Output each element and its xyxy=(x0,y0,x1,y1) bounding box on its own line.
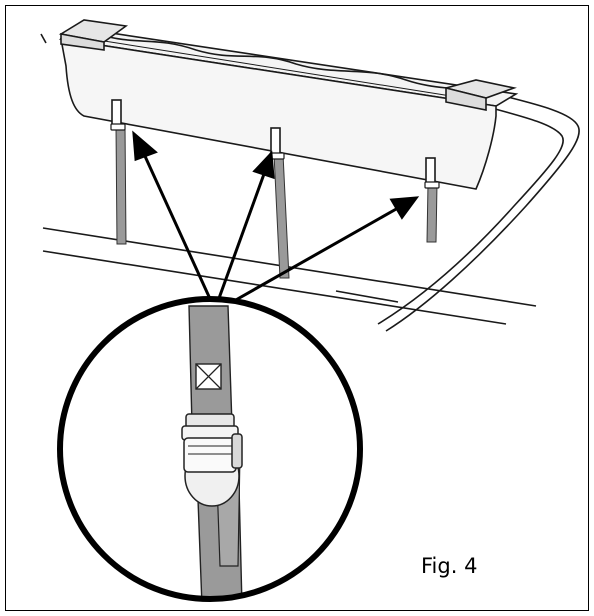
strap-middle xyxy=(273,153,290,279)
panel-rail xyxy=(97,33,477,95)
strap-mounting-illustration xyxy=(40,19,580,602)
arrow-left-head xyxy=(132,130,158,162)
arrow-middle-shaft xyxy=(216,173,266,302)
strap-left xyxy=(115,125,127,245)
strap-slot-middle xyxy=(270,127,281,157)
panel-end-block-right-front xyxy=(445,86,487,111)
pointer-arrows xyxy=(132,130,420,303)
arrow-middle-head xyxy=(252,150,275,180)
strap-clip-right xyxy=(424,181,440,189)
arrow-left-shaft xyxy=(142,153,213,302)
figure-frame: Fig. 4 xyxy=(5,5,589,611)
loupe-buckle xyxy=(181,413,243,507)
panel-rail-lower xyxy=(97,39,477,101)
bracket-panel xyxy=(58,19,519,190)
arrow-right-shaft xyxy=(233,206,399,303)
buckle-loupe xyxy=(57,296,363,602)
arrow-right-head xyxy=(389,196,420,220)
panel-front-face xyxy=(60,38,497,190)
loupe-ring xyxy=(57,296,363,602)
figure-caption: Fig. 4 xyxy=(421,554,478,578)
strap-right xyxy=(426,183,438,243)
panel-end-block-left-front xyxy=(60,33,105,51)
strap-clip-left xyxy=(110,123,126,131)
